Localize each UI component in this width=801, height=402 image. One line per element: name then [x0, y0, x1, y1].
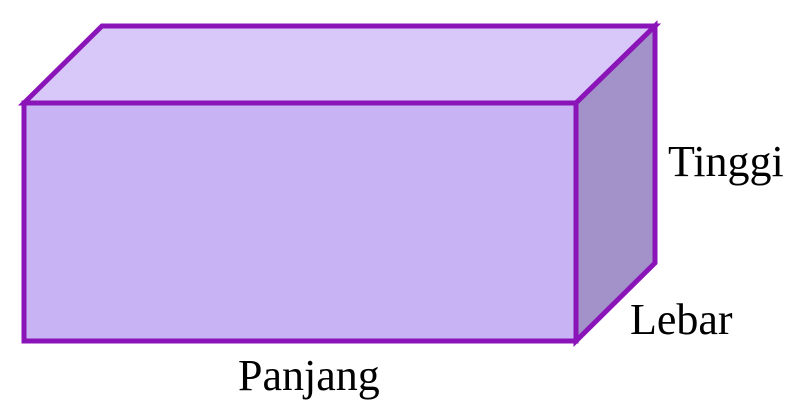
- height-label: Tinggi: [668, 137, 784, 186]
- prism-front-face: [21, 100, 579, 344]
- prism-top-face: [17, 23, 662, 106]
- prism: [17, 20, 662, 347]
- length-label: Panjang: [238, 351, 380, 400]
- width-label: Lebar: [630, 295, 733, 344]
